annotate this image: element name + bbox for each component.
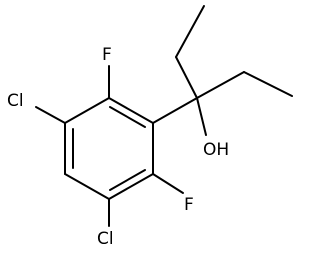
- bond-c3-f-bottom: [152, 173, 184, 194]
- ring-bond-c1-c2: [108, 97, 154, 124]
- bond-ethyl-b-terminal: [243, 71, 293, 97]
- fluorine-top-label: F: [102, 45, 112, 65]
- ring-bond-c4-c5: [64, 173, 110, 200]
- ring-bond-c3-c4: [108, 173, 154, 200]
- ring-double-bond-c3-c4: [109, 169, 146, 191]
- chlorine-left-label: Cl: [7, 91, 24, 111]
- fluorine-bottom-label: F: [184, 195, 194, 215]
- bond-ethyl-a-terminal: [175, 5, 205, 58]
- benzene-ring: [64, 97, 154, 200]
- bond-quaternary-to-hydroxyl: [196, 97, 207, 136]
- bond-c6-cl-left: [35, 106, 66, 124]
- hydroxyl-label: OH: [203, 140, 229, 160]
- bond-quaternary-to-ethyl-b: [196, 71, 245, 99]
- structure-canvas: F Cl OH F Cl: [7, 5, 293, 249]
- chlorine-bottom-label: Cl: [97, 229, 114, 249]
- ring-bond-c6-c1: [64, 97, 110, 124]
- bond-quaternary-to-ethyl-a: [175, 56, 198, 99]
- bond-ring-to-quaternary-carbon: [152, 97, 198, 124]
- ring-double-bond-c1-c2: [109, 106, 146, 128]
- molecule-diagram: F Cl OH F Cl: [7, 5, 293, 249]
